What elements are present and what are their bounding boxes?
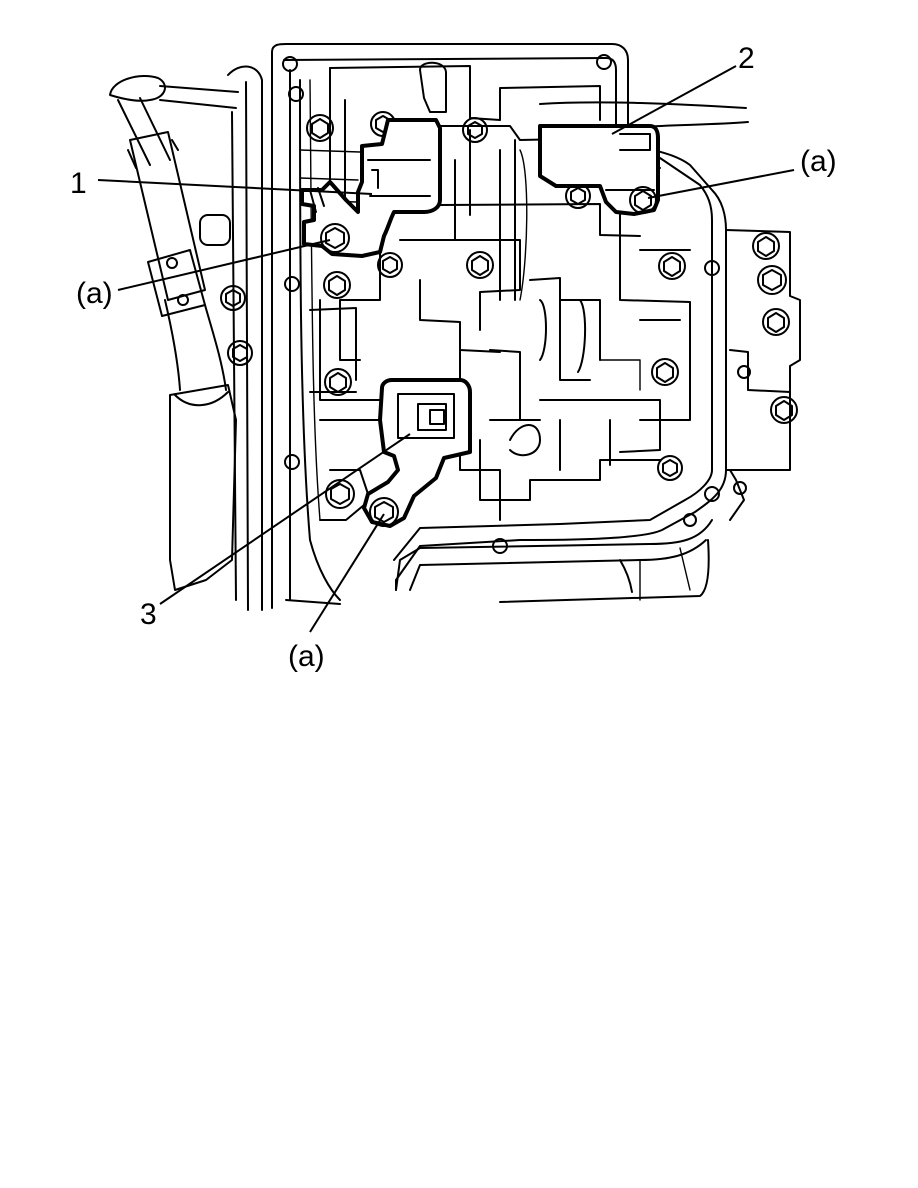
leader-bolt-a-right xyxy=(647,169,795,199)
sensor-part-1 xyxy=(300,118,442,258)
leader-part-1 xyxy=(97,179,373,195)
housing-left-edge xyxy=(159,65,263,611)
callout-bolt-a-left: (a) xyxy=(76,277,113,310)
leader-part-2 xyxy=(611,65,737,135)
shift-cable-assembly xyxy=(109,75,237,591)
callout-part-3: 3 xyxy=(140,598,157,631)
callout-labels: 1 2 3 (a) (a) (a) xyxy=(70,42,837,673)
housing-right xyxy=(725,229,801,521)
leader-bolt-a-left xyxy=(117,239,331,291)
valve-body-housing xyxy=(271,43,727,609)
callout-part-1: 1 xyxy=(70,167,87,200)
sensor-part-2 xyxy=(538,124,660,216)
sensor-part-3 xyxy=(362,378,472,528)
leader-lines xyxy=(97,65,795,633)
leader-bolt-a-bottom xyxy=(309,513,385,633)
callout-part-2: 2 xyxy=(738,42,755,75)
internal-bolts xyxy=(306,111,686,509)
oil-pan xyxy=(285,519,713,605)
callout-bolt-a-right: (a) xyxy=(800,145,837,178)
callout-bolt-a-bottom: (a) xyxy=(288,640,325,673)
leader-part-3 xyxy=(159,433,411,605)
